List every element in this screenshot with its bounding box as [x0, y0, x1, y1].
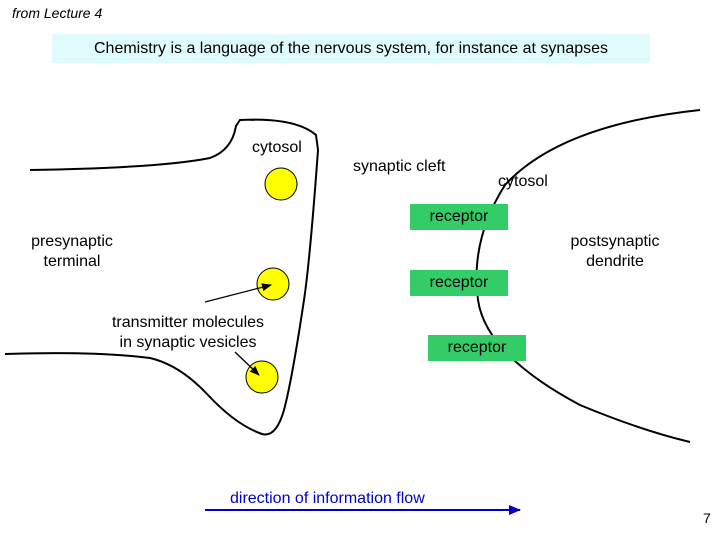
postsynaptic-dendrite-label: postsynaptic dendrite: [563, 232, 667, 272]
transmitter-label-line1: transmitter molecules: [111, 314, 265, 331]
postsynaptic-membrane: [475, 109, 701, 443]
presynaptic-label-line2: terminal: [43, 253, 101, 270]
vesicle-pointer-arrow: [234, 351, 260, 376]
synaptic-vesicle: [245, 360, 279, 394]
lecture-reference: from Lecture 4: [12, 5, 103, 21]
synaptic-vesicle: [264, 167, 298, 201]
postsynaptic-label-line1: postsynaptic: [570, 233, 660, 250]
postsynaptic-label-line2: dendrite: [586, 253, 644, 270]
transmitter-label-line2: in synaptic vesicles: [119, 334, 257, 351]
receptor-box: receptor: [410, 270, 508, 296]
receptor-box: receptor: [428, 335, 526, 361]
information-flow-label: direction of information flow: [230, 490, 425, 507]
transmitter-molecules-label: transmitter molecules in synaptic vesicl…: [98, 313, 278, 353]
receptor-box: receptor: [410, 204, 508, 230]
cytosol-presynaptic-label: cytosol: [252, 139, 302, 156]
page-number: 7: [703, 510, 711, 526]
presynaptic-terminal-label: presynaptic terminal: [22, 232, 122, 272]
presynaptic-membrane: [4, 118, 320, 436]
presynaptic-label-line1: presynaptic: [31, 233, 113, 250]
vesicle-pointer-arrow: [204, 283, 272, 303]
cytosol-postsynaptic-label: cytosol: [498, 173, 548, 190]
slide-title: Chemistry is a language of the nervous s…: [52, 34, 650, 63]
synaptic-vesicle: [256, 267, 290, 301]
synaptic-cleft-label: synaptic cleft: [353, 158, 446, 175]
